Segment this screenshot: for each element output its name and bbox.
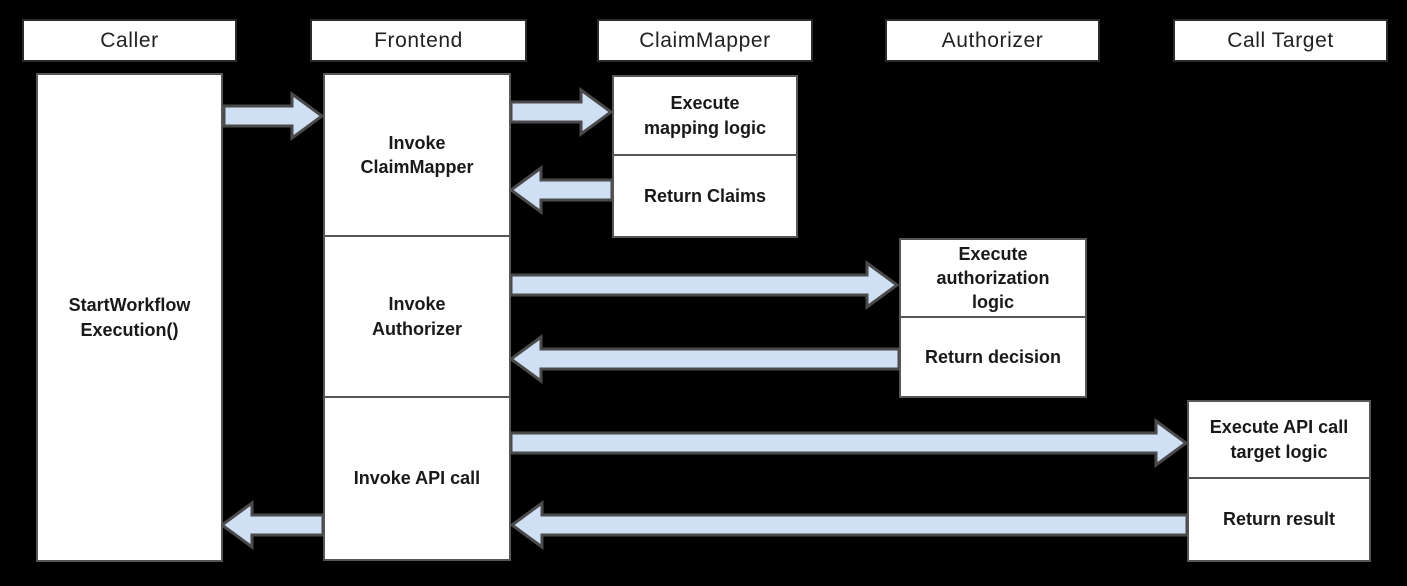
arrow-caller-to-frontend (222, 91, 325, 141)
step-return-claims: Return Claims (612, 154, 798, 238)
arrow-frontend-to-call-target (509, 418, 1189, 468)
arrow-frontend-to-claimmapper (509, 87, 614, 137)
step-execute-authorization-logic: Execute authorization logic (899, 238, 1087, 318)
lane-header-frontend: Frontend (310, 19, 527, 62)
lane-header-call-target: Call Target (1173, 19, 1388, 62)
arrow-call-target-return-to-frontend (509, 500, 1189, 550)
arrow-frontend-return-to-caller (219, 500, 325, 550)
step-invoke-claimmapper: Invoke ClaimMapper (323, 73, 511, 237)
step-return-result: Return result (1187, 477, 1371, 562)
activation-startworkflow-execution: StartWorkflow Execution() (36, 73, 223, 562)
step-execute-mapping-logic: Execute mapping logic (612, 75, 798, 156)
lane-header-claimmapper: ClaimMapper (597, 19, 813, 62)
step-return-decision: Return decision (899, 316, 1087, 398)
step-execute-api-call-target-logic: Execute API call target logic (1187, 400, 1371, 479)
lane-header-caller: Caller (22, 19, 237, 62)
arrow-claimmapper-return-to-frontend (508, 165, 614, 215)
step-invoke-authorizer: Invoke Authorizer (323, 235, 511, 398)
arrow-authorizer-return-to-frontend (508, 334, 901, 384)
lane-header-authorizer: Authorizer (885, 19, 1100, 62)
arrow-frontend-to-authorizer (509, 260, 900, 310)
step-invoke-api-call: Invoke API call (323, 396, 511, 561)
